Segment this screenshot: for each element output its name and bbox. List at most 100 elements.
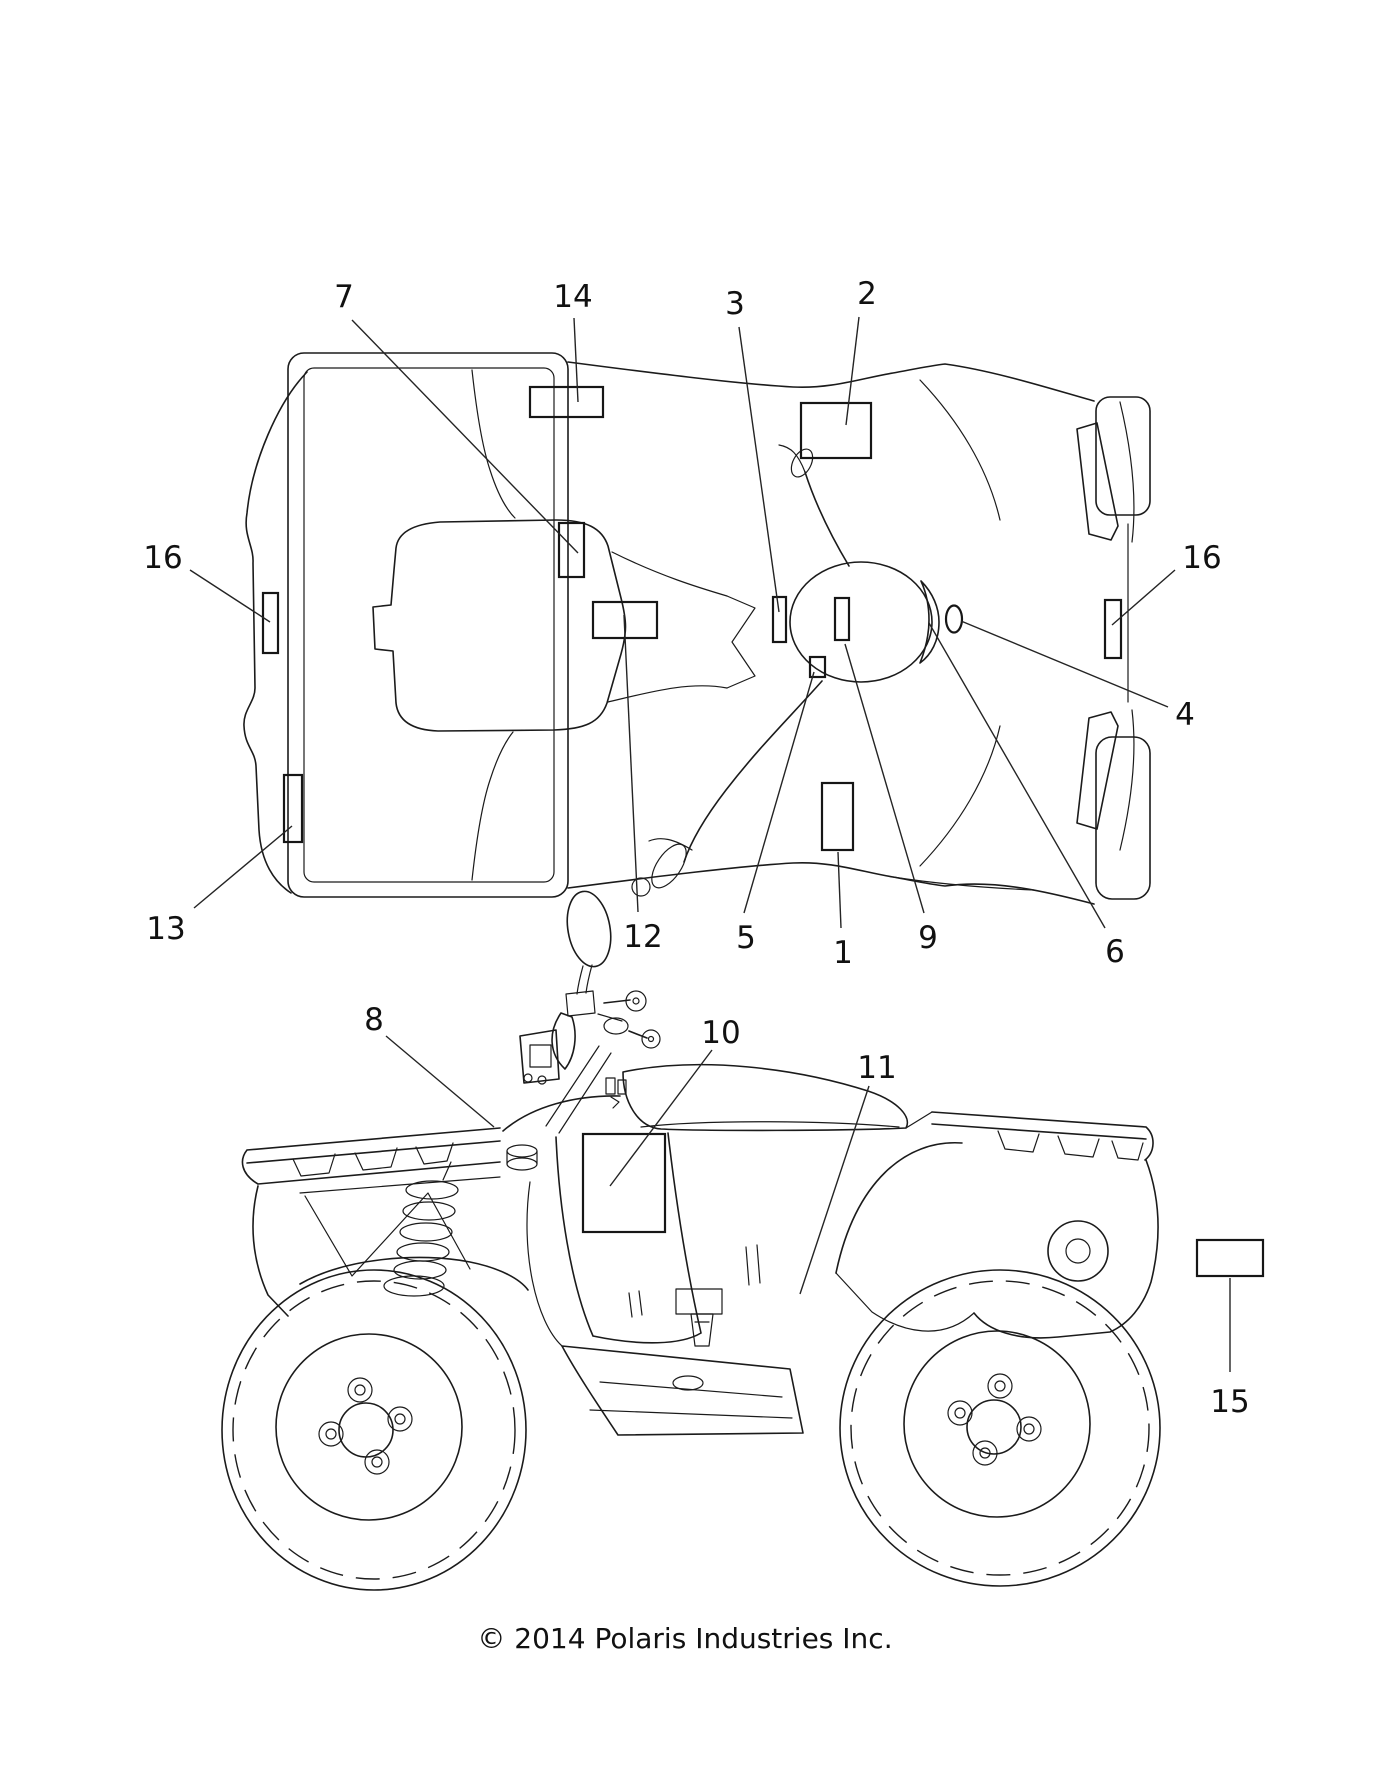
rear-rack-inner (303, 367, 555, 883)
seam-lower (471, 731, 514, 881)
footwell-guard (526, 1181, 563, 1347)
waist-upper (611, 551, 728, 597)
leader-line-14 (573, 317, 579, 403)
decal-target-5 (808, 655, 827, 679)
leader-line-10 (609, 1049, 713, 1187)
leader-line-12 (623, 614, 639, 913)
callout-label-8: 8 (364, 1002, 384, 1038)
leader-line-13 (193, 825, 293, 909)
grip-lower (651, 843, 687, 889)
decal-target-16-right (1103, 598, 1123, 660)
hood-seam-lower (919, 725, 1001, 867)
callout-label-16-left: 16 (143, 540, 182, 576)
grip-upper (790, 448, 814, 478)
grip-lower-end (631, 877, 651, 897)
leader-line-16-left (189, 569, 271, 623)
callout-label-5: 5 (736, 920, 756, 956)
waist-zigzag (726, 595, 756, 689)
drain-plug (690, 1313, 714, 1347)
decal-target-9 (833, 596, 851, 642)
front-rim (275, 1333, 463, 1521)
panel-ticks (628, 1244, 761, 1318)
brake-lever-lower (648, 838, 693, 851)
footboard-ribs (589, 1381, 793, 1419)
decal-target-10 (581, 1132, 667, 1234)
rear-fender-tail (973, 1159, 1159, 1339)
side-view-art (221, 890, 1161, 1591)
decal-target-1 (820, 781, 855, 852)
front-rack-teeth (292, 1142, 454, 1177)
front-frame-tubes (299, 1176, 501, 1277)
hood-seam-upper (919, 379, 1001, 521)
front-fender-arch (299, 1256, 529, 1291)
front-fender-edge-lower (1119, 709, 1135, 851)
callout-label-1: 1 (833, 935, 853, 971)
brake-lever-upper (778, 444, 806, 473)
fender-vent-upper (1076, 422, 1119, 541)
waist-lower (607, 685, 728, 703)
body-edge-top (567, 361, 1095, 402)
hitch-inner (1065, 1238, 1091, 1264)
callout-label-6: 6 (1105, 934, 1125, 970)
side-panel-seams (555, 1132, 702, 1344)
rear-rack-outline (287, 352, 569, 898)
callout-label-9: 9 (918, 920, 938, 956)
top-view-art (243, 352, 1151, 905)
front-fender-edge-upper (1119, 401, 1135, 543)
hitch-outer (1047, 1220, 1109, 1282)
leader-line-16-right (1111, 569, 1176, 626)
leader-line-4 (960, 620, 1169, 708)
decal-target-16-left (261, 591, 280, 655)
tool-access-panel (675, 1288, 723, 1315)
front-hub (338, 1402, 394, 1458)
front-fender (252, 1185, 289, 1317)
decal-target-13 (282, 773, 304, 844)
handlebar-upper (804, 471, 850, 567)
decal-target-2 (799, 401, 873, 460)
seat-top-view (372, 519, 627, 732)
steering-pod (789, 561, 933, 683)
callout-label-2: 2 (857, 276, 877, 312)
leader-line-11 (799, 1085, 870, 1295)
front-tire (221, 1269, 527, 1591)
decal-target-14 (528, 385, 605, 419)
callout-label-11: 11 (857, 1050, 896, 1086)
callout-label-12: 12 (623, 919, 662, 955)
handlebar-lower (683, 680, 823, 863)
fender-vent-lower (1076, 711, 1119, 830)
handlebar-cluster (519, 990, 661, 1134)
leader-line-1 (837, 851, 842, 929)
callout-label-10: 10 (701, 1015, 740, 1051)
callout-label-15: 15 (1210, 1384, 1249, 1420)
rear-tire-tread (850, 1280, 1150, 1576)
footboard-oval (672, 1375, 704, 1391)
leader-line-3 (738, 326, 780, 613)
headlight-cowl (919, 580, 940, 664)
callout-label-7: 7 (334, 279, 354, 315)
leader-line-8 (385, 1035, 495, 1128)
swingarm (835, 1272, 975, 1332)
front-shock-spring (383, 1161, 459, 1297)
rear-tire (839, 1269, 1161, 1587)
rear-fender-front-edge (835, 1142, 963, 1274)
rear-lug-nuts (947, 1373, 1042, 1466)
callout-label-3: 3 (725, 286, 745, 322)
seat-rack-join (905, 1111, 933, 1129)
rear-rack-rails (931, 1111, 1154, 1161)
rear-rim (903, 1330, 1091, 1518)
leader-line-9 (844, 643, 925, 914)
decal-target-7 (557, 521, 586, 579)
rear-fender-contour (243, 371, 308, 894)
callout-label-16-right: 16 (1182, 540, 1221, 576)
callout-label-13: 13 (146, 911, 185, 947)
seat-base-line (640, 1121, 900, 1128)
leader-line-2 (845, 316, 860, 426)
mirror (565, 890, 612, 1017)
body-edge-bottom (567, 861, 1095, 905)
front-lug-nuts (318, 1377, 413, 1475)
callout-label-4: 4 (1175, 697, 1195, 733)
footboard (561, 1345, 804, 1436)
